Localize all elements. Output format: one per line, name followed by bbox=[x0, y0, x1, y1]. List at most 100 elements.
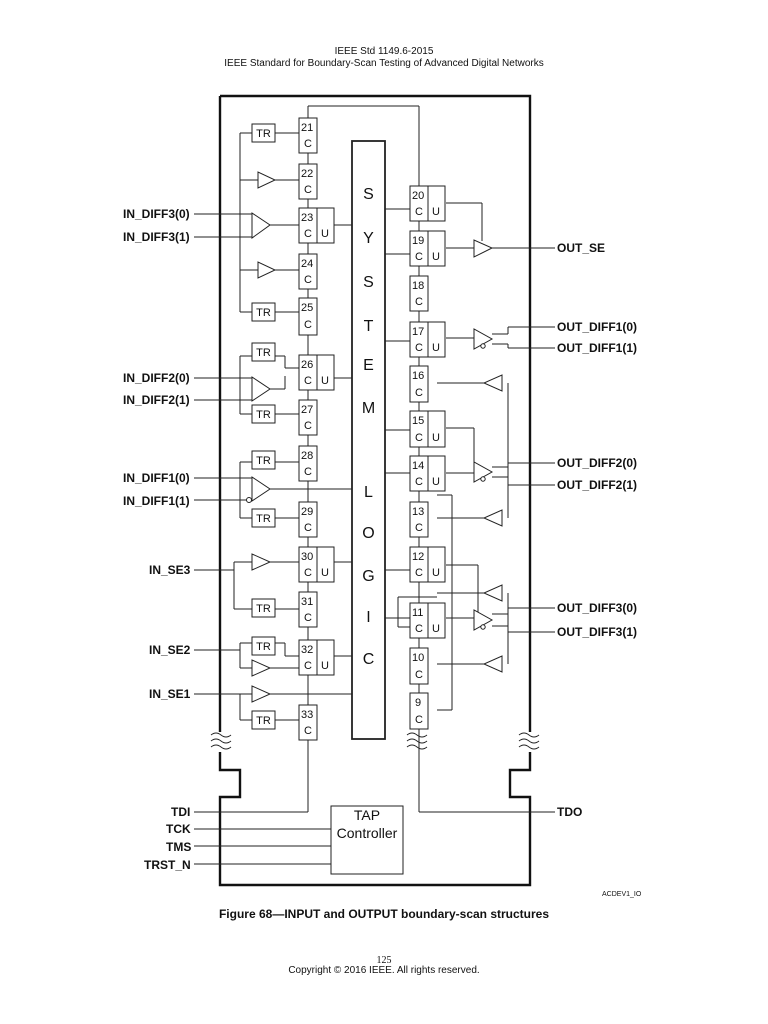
cell-25: 25C bbox=[298, 297, 318, 336]
svg-text:T: T bbox=[364, 318, 374, 335]
system-logic-label: S Y S T E M L O G I C bbox=[362, 186, 375, 668]
test-receiver bbox=[482, 584, 503, 602]
output-wiring bbox=[385, 202, 555, 813]
out-diff1-0-label: OUT_DIFF1(0) bbox=[557, 320, 637, 334]
svg-text:C: C bbox=[415, 623, 423, 635]
svg-text:G: G bbox=[362, 568, 374, 585]
tr-box: TR bbox=[251, 302, 276, 322]
svg-text:C: C bbox=[304, 660, 312, 672]
in-se2-label: IN_SE2 bbox=[149, 643, 191, 657]
diff-input-receiver bbox=[251, 476, 271, 502]
tr-box: TR bbox=[251, 342, 276, 362]
svg-text:C: C bbox=[415, 251, 423, 263]
svg-text:C: C bbox=[304, 612, 312, 624]
test-receiver bbox=[482, 655, 503, 673]
figure-caption: Figure 68—INPUT and OUTPUT boundary-scan… bbox=[218, 907, 550, 921]
break-marks bbox=[210, 732, 540, 750]
svg-text:TR: TR bbox=[256, 347, 271, 359]
tap-wiring bbox=[194, 828, 331, 865]
tck-label: TCK bbox=[166, 822, 191, 836]
svg-text:I: I bbox=[366, 609, 370, 626]
svg-text:TR: TR bbox=[256, 307, 271, 319]
cell-10: 10C bbox=[409, 647, 429, 685]
in-diff2-1-label: IN_DIFF2(1) bbox=[123, 393, 190, 407]
tap-pin-labels: TDI TCK TMS TRST_N TDO bbox=[144, 805, 582, 872]
svg-text:U: U bbox=[432, 206, 440, 218]
svg-text:O: O bbox=[362, 525, 374, 542]
system-logic-block bbox=[351, 140, 386, 740]
svg-text:10: 10 bbox=[412, 652, 424, 664]
cell-21: 21C bbox=[298, 117, 318, 154]
test-receiver bbox=[482, 509, 503, 527]
in-se3-label: IN_SE3 bbox=[149, 563, 191, 577]
svg-text:TR: TR bbox=[256, 641, 271, 653]
svg-text:12: 12 bbox=[412, 551, 424, 563]
svg-text:C: C bbox=[304, 274, 312, 286]
svg-text:TR: TR bbox=[256, 715, 271, 727]
svg-text:C: C bbox=[415, 342, 423, 354]
svg-text:26: 26 bbox=[301, 359, 313, 371]
svg-text:C: C bbox=[415, 714, 423, 726]
cell-29: 29C bbox=[298, 501, 318, 538]
out-diff2-0-label: OUT_DIFF2(0) bbox=[557, 456, 637, 470]
svg-text:C: C bbox=[304, 567, 312, 579]
svg-text:C: C bbox=[304, 138, 312, 150]
svg-text:C: C bbox=[415, 432, 423, 444]
input-labels: IN_DIFF3(0) IN_DIFF3(1) IN_DIFF2(0) IN_D… bbox=[123, 207, 191, 701]
cell-33: 33C bbox=[298, 704, 318, 741]
svg-text:C: C bbox=[415, 522, 423, 534]
svg-text:U: U bbox=[432, 476, 440, 488]
svg-text:U: U bbox=[432, 432, 440, 444]
svg-text:C: C bbox=[363, 651, 375, 668]
svg-text:TR: TR bbox=[256, 455, 271, 467]
svg-text:C: C bbox=[304, 466, 312, 478]
cell-28: 28C bbox=[298, 445, 318, 482]
tr-boxes: TR TR TR TR TR TR TR TR TR bbox=[251, 123, 276, 730]
svg-text:Y: Y bbox=[363, 230, 374, 247]
tr-box: TR bbox=[251, 710, 276, 730]
svg-text:TR: TR bbox=[256, 603, 271, 615]
input-buffer bbox=[251, 553, 272, 571]
svg-text:15: 15 bbox=[412, 415, 424, 427]
tr-box: TR bbox=[251, 508, 276, 528]
svg-text:U: U bbox=[321, 567, 329, 579]
svg-text:C: C bbox=[415, 669, 423, 681]
svg-text:U: U bbox=[432, 567, 440, 579]
svg-text:21: 21 bbox=[301, 122, 313, 134]
in-diff3-0-label: IN_DIFF3(0) bbox=[123, 207, 190, 221]
svg-text:C: C bbox=[304, 375, 312, 387]
tap-controller-label-line2: Controller bbox=[337, 825, 398, 841]
output-labels: OUT_SE OUT_DIFF1(0) OUT_DIFF1(1) OUT_DIF… bbox=[557, 241, 637, 639]
svg-text:19: 19 bbox=[412, 235, 424, 247]
cell-18: 18C bbox=[409, 275, 429, 312]
in-diff1-0-label: IN_DIFF1(0) bbox=[123, 471, 190, 485]
input-buffer bbox=[251, 659, 272, 677]
svg-text:TR: TR bbox=[256, 128, 271, 140]
svg-text:33: 33 bbox=[301, 709, 313, 721]
svg-text:9: 9 bbox=[415, 697, 421, 709]
svg-text:18: 18 bbox=[412, 280, 424, 292]
svg-text:20: 20 bbox=[412, 190, 424, 202]
svg-text:C: C bbox=[304, 522, 312, 534]
out-se-label: OUT_SE bbox=[557, 241, 605, 255]
svg-text:32: 32 bbox=[301, 644, 313, 656]
svg-text:C: C bbox=[304, 420, 312, 432]
svg-text:S: S bbox=[363, 186, 374, 203]
svg-text:C: C bbox=[415, 206, 423, 218]
svg-text:L: L bbox=[364, 484, 373, 501]
cell-27: 27C bbox=[298, 399, 318, 436]
svg-text:M: M bbox=[362, 400, 375, 417]
tdi-label: TDI bbox=[171, 805, 190, 819]
svg-text:E: E bbox=[363, 357, 374, 374]
svg-text:U: U bbox=[321, 660, 329, 672]
svg-text:24: 24 bbox=[301, 258, 313, 270]
